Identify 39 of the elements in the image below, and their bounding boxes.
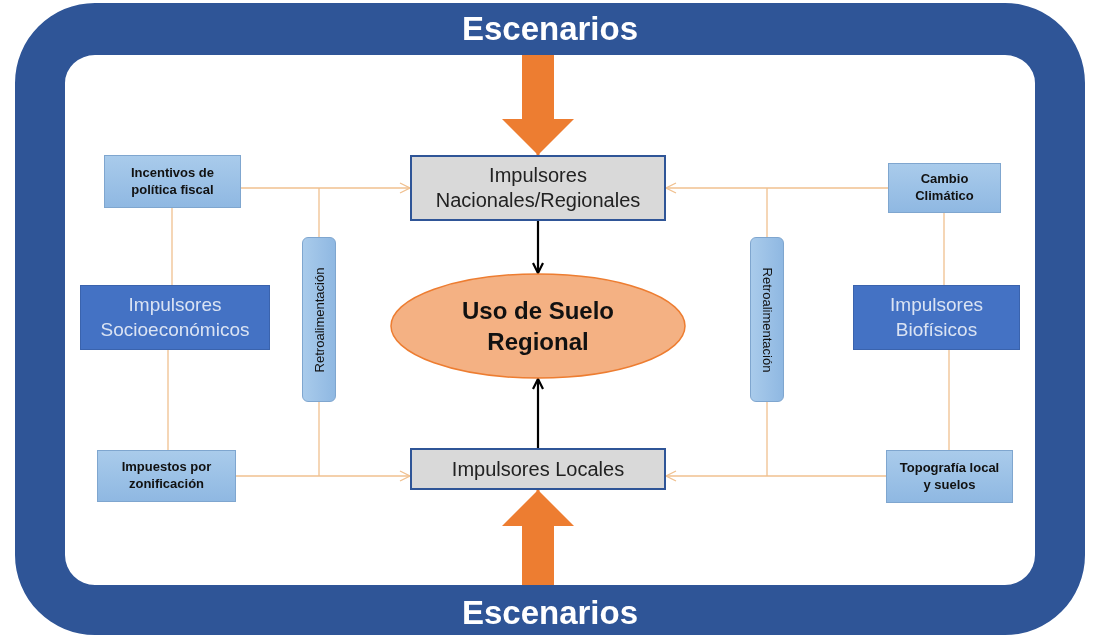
driver-box [888, 163, 1001, 213]
driver-box [104, 155, 241, 208]
node-label: Cambio Climático [914, 171, 975, 205]
feedback-box [750, 237, 784, 402]
node-label: Impulsores Locales [450, 456, 626, 482]
node-label: Impulsores Nacionales/Regionales [434, 163, 642, 213]
driver-category-box [853, 285, 1020, 350]
connector-line [948, 349, 950, 451]
arrow [665, 470, 887, 482]
driver-category-box [80, 285, 270, 350]
connector-line [171, 207, 173, 286]
vertical-label: Retroalimentación [759, 267, 775, 372]
arrow [240, 182, 411, 194]
driver-box [97, 450, 236, 502]
node-label: Impuestos por zonificación [120, 459, 213, 493]
feedback-box [302, 237, 336, 402]
arrow [531, 377, 545, 448]
driver-box [410, 155, 666, 221]
connector-line [318, 401, 320, 477]
node-label: Impulsores Biofísicos [889, 292, 984, 342]
connector-line [766, 187, 768, 238]
connector-line [167, 349, 169, 451]
scenario-label: Escenarios [460, 593, 640, 633]
scenario-frame [15, 3, 1085, 635]
connector-line [766, 401, 768, 477]
connector-line [943, 212, 945, 286]
arrow [235, 470, 411, 482]
arrow [531, 221, 545, 275]
node-label: Incentivos de política fiscal [129, 164, 216, 199]
vertical-label: Retroalimentación [311, 267, 327, 372]
scenario-label: Escenarios [460, 9, 640, 49]
driver-box [410, 448, 666, 490]
driver-box [886, 450, 1013, 503]
arrow [665, 182, 889, 194]
node-label: Impulsores Socioeconómicos [99, 292, 251, 342]
land-use-ellipse [390, 273, 686, 379]
node-label: Uso de Suelo Regional [461, 295, 615, 357]
node-label: Topografía local y suelos [898, 459, 1001, 494]
connector-line [318, 187, 320, 238]
